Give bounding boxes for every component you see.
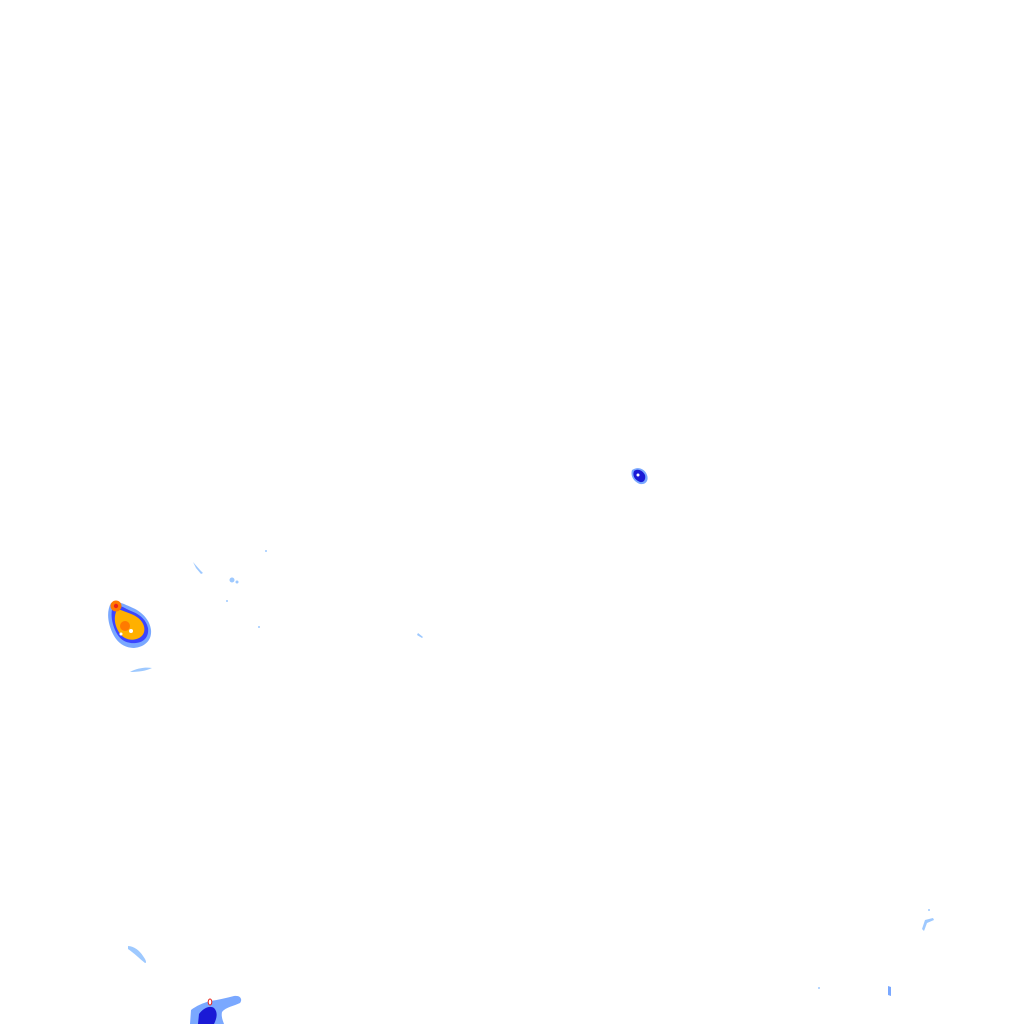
west-storm-cell-inner-gap-2 — [119, 632, 123, 636]
echo-dot-3 — [265, 550, 267, 552]
echo-dot-4 — [226, 600, 228, 602]
central-storm-cell-gap — [636, 473, 640, 477]
west-storm-cell-intense-blob — [120, 621, 130, 631]
echo-dot-5 — [258, 626, 260, 628]
echo-streak-1 — [193, 562, 203, 574]
echo-streak-3 — [922, 918, 934, 931]
south-west-storm-cell-heavy — [198, 1006, 217, 1024]
echo-dot-6 — [928, 909, 930, 911]
central-storm-cell — [631, 468, 648, 485]
echo-streak-2 — [417, 633, 423, 638]
south-west-storm-cell-core — [207, 998, 213, 1006]
south-west-storm-cell-trail — [128, 946, 147, 963]
echo-dot-1 — [229, 577, 235, 583]
echo-dot-2 — [235, 580, 239, 584]
west-storm-cell-trail — [130, 667, 152, 672]
echo-streak-4 — [888, 986, 891, 996]
scattered-light-echoes — [193, 550, 934, 996]
echo-dot-7 — [818, 987, 820, 989]
central-storm-cell-heavy — [633, 469, 646, 483]
west-storm-cell-core — [113, 603, 119, 609]
west-storm-cell — [108, 600, 152, 672]
south-west-storm-cell — [128, 946, 242, 1024]
west-storm-cell-inner-gap-1 — [129, 629, 133, 633]
